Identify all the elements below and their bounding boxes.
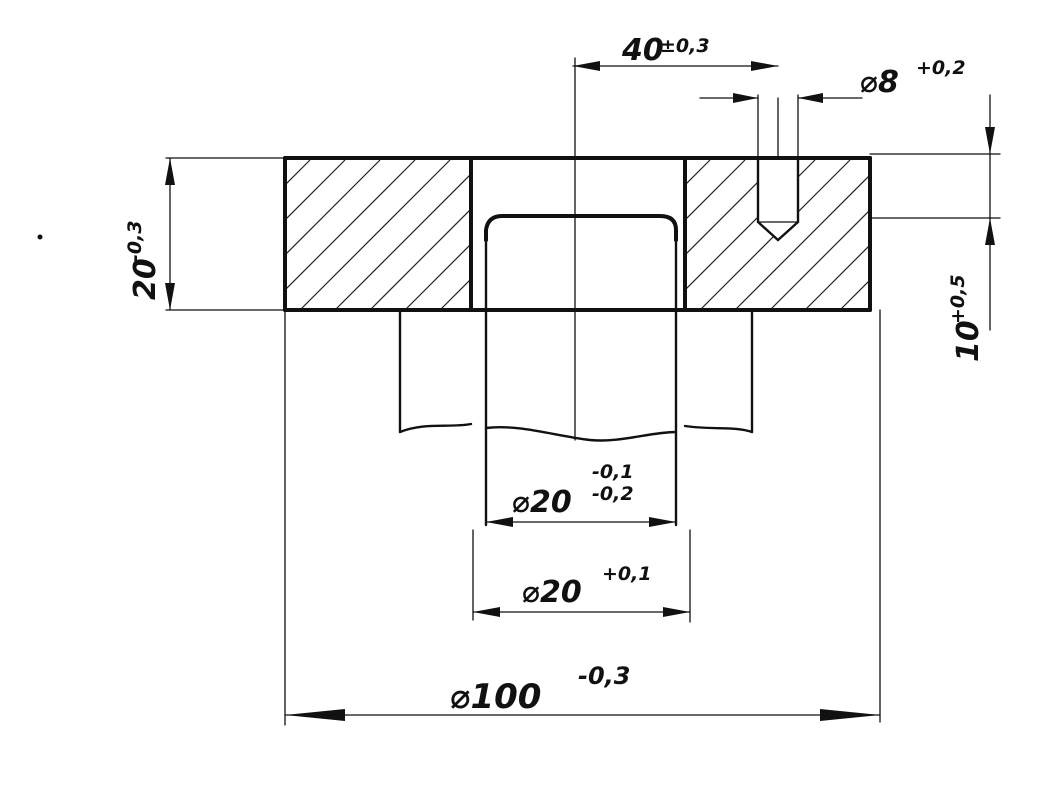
pin <box>484 214 678 527</box>
dim-20-tol: -0,3 <box>124 220 146 262</box>
dim-10 <box>985 94 995 331</box>
plate-outline <box>283 156 872 312</box>
dim-bore-value: ⌀20 <box>522 575 582 610</box>
dim-10-value: 10 <box>951 320 986 362</box>
dim-outer <box>284 709 881 721</box>
dim-20-value: 20 <box>128 258 163 300</box>
dim-40-tol: ±0,3 <box>660 35 710 57</box>
dim-10-tol: +0,5 <box>947 274 969 324</box>
body-stub <box>398 308 754 434</box>
drilled-hole <box>756 97 800 242</box>
hatch-left <box>285 159 471 310</box>
dim-outer-value: ⌀100 <box>450 677 541 717</box>
dim-bore <box>472 607 691 617</box>
hatch-right <box>685 159 870 310</box>
dim-bore-tol: +0,1 <box>602 563 652 585</box>
dim-shaft-value: ⌀20 <box>512 485 572 520</box>
dim-20 <box>165 157 175 311</box>
extension-lines <box>165 94 1001 726</box>
dim-shaft-tol-lower: -0,2 <box>592 483 634 505</box>
dim-8-tol: +0,2 <box>916 57 966 79</box>
dim-outer-tol: -0,3 <box>578 662 630 690</box>
dim-8-value: ⌀8 <box>860 65 899 100</box>
dim-8 <box>699 93 863 103</box>
dim-shaft <box>485 517 677 527</box>
dim-40 <box>572 61 779 71</box>
dim-40-value: 40 <box>621 33 664 68</box>
dim-shaft-tol-upper: -0,1 <box>592 461 634 483</box>
speck <box>37 234 43 240</box>
